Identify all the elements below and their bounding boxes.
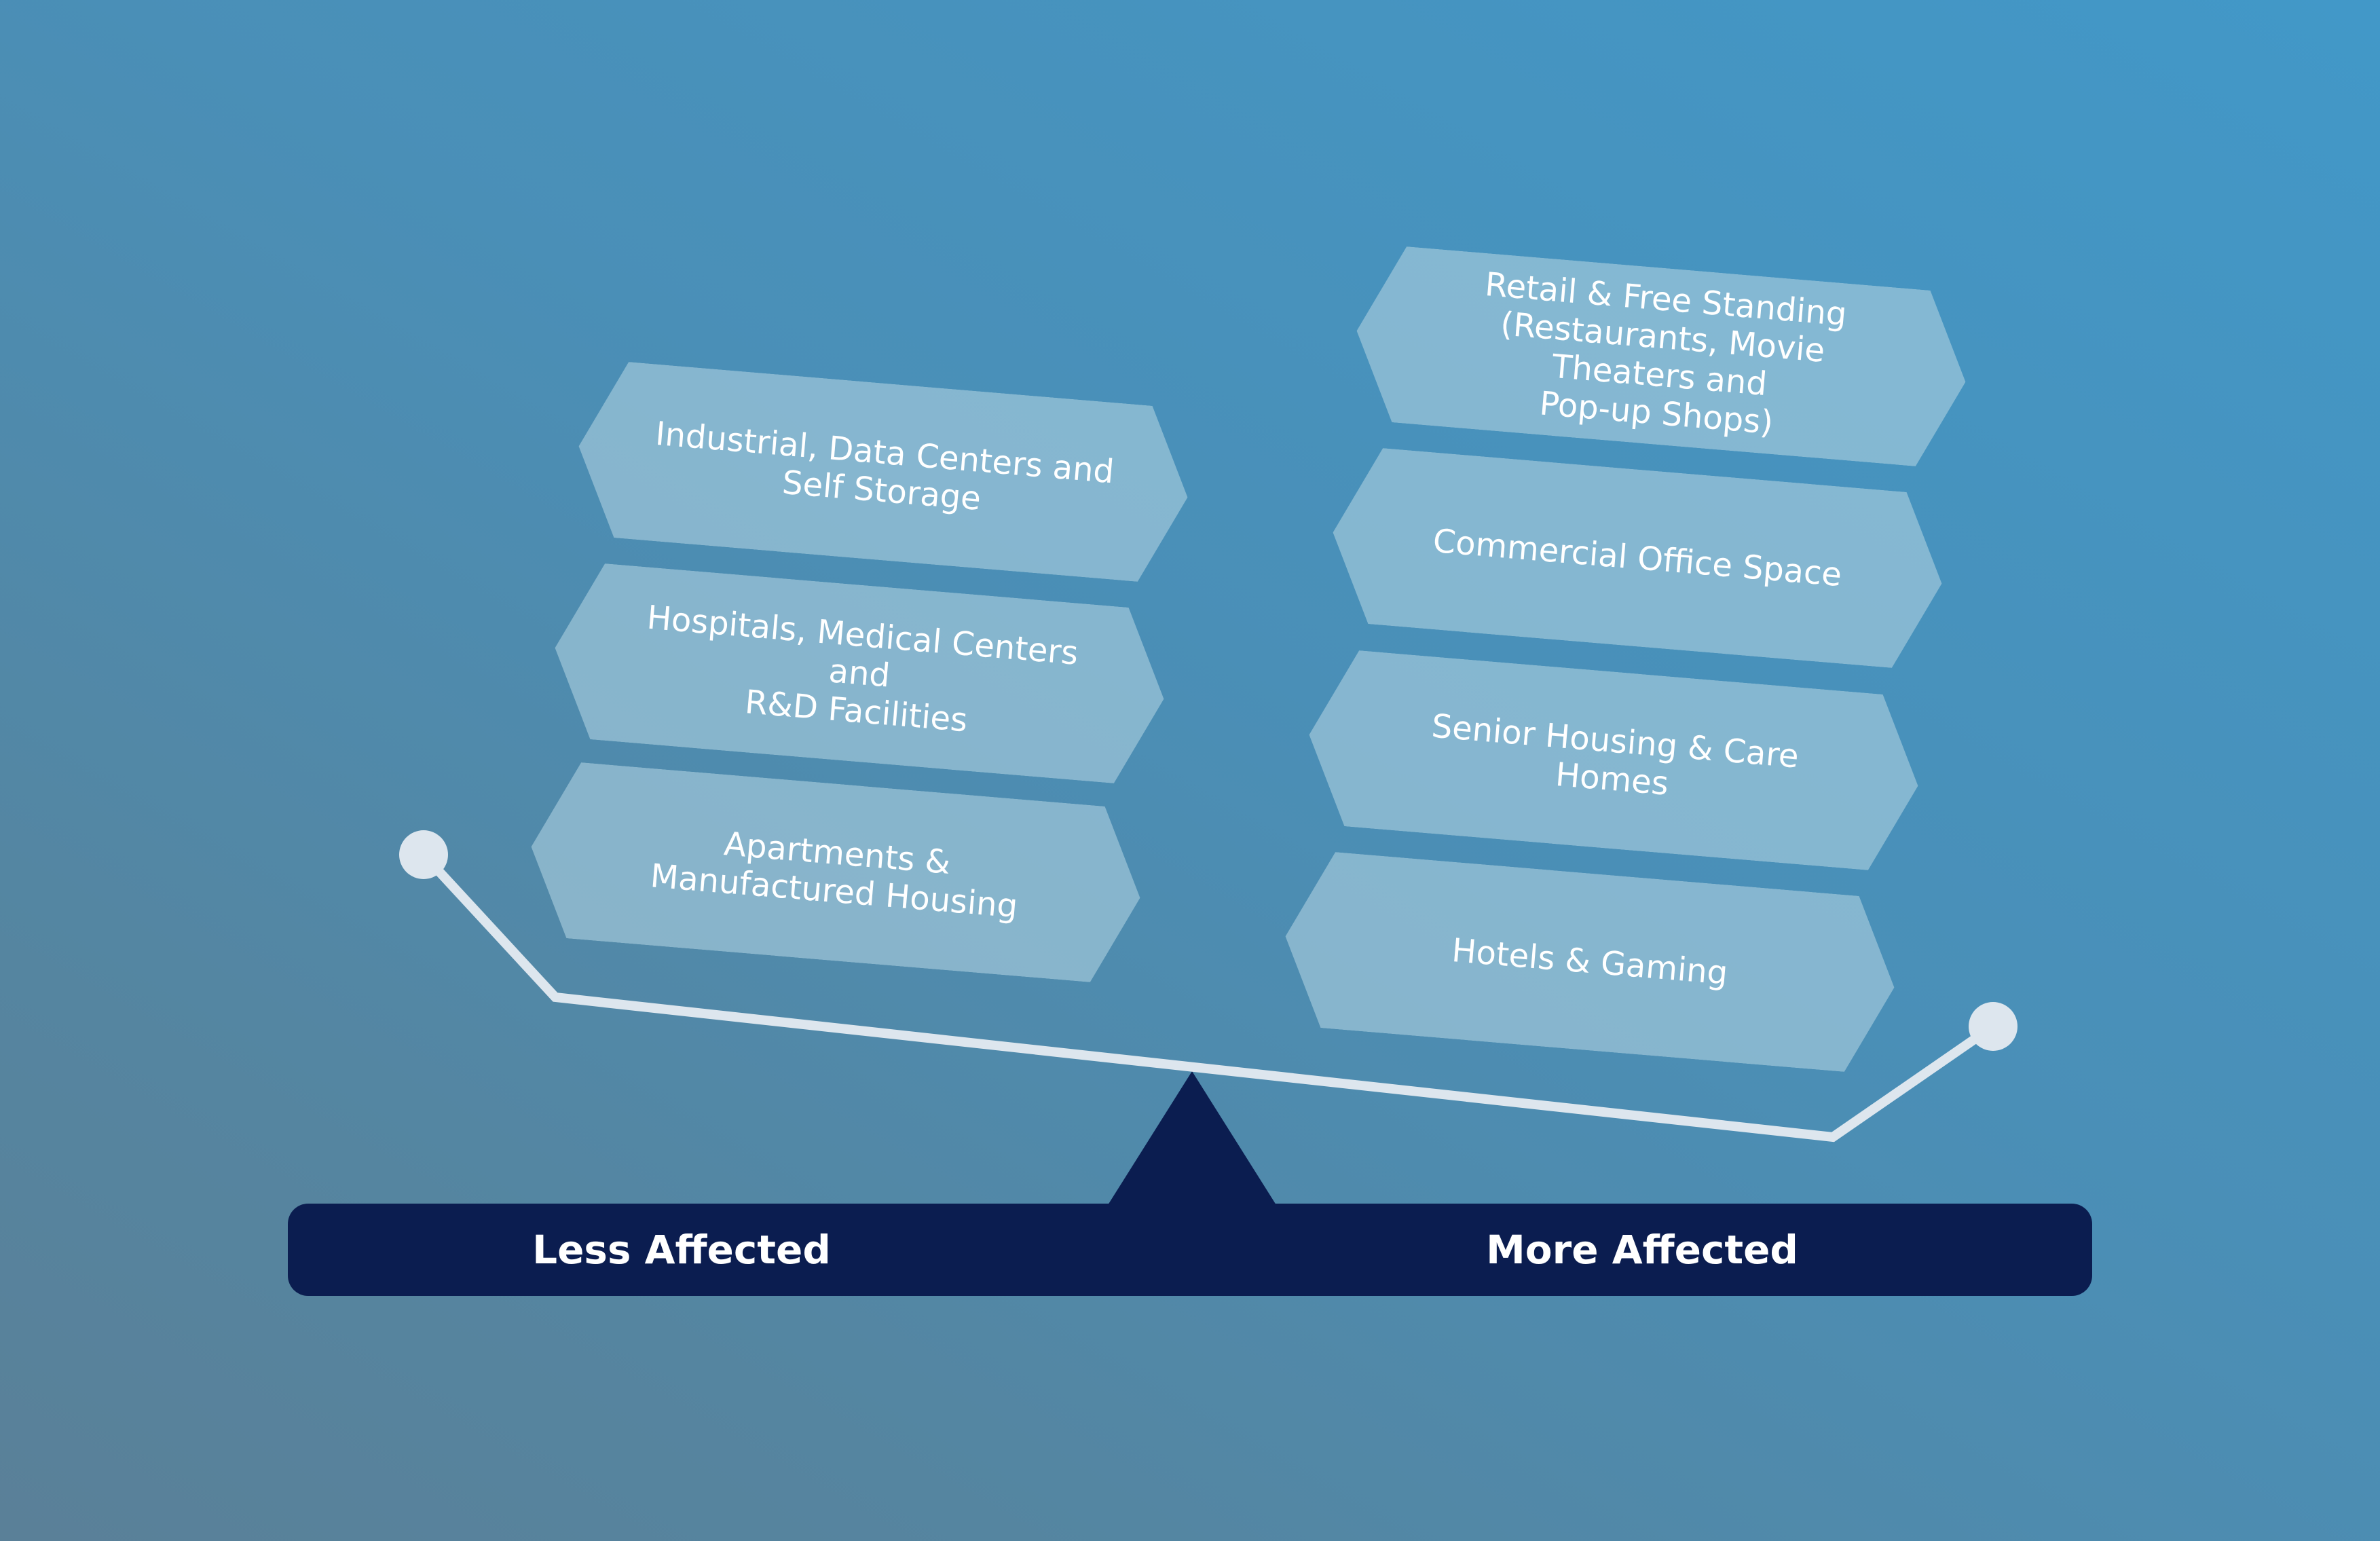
fulcrum-triangle bbox=[1108, 1071, 1276, 1205]
left-knob bbox=[399, 830, 448, 879]
more-affected-label: More Affected bbox=[1486, 1227, 1798, 1273]
right-knob bbox=[1969, 1002, 2018, 1051]
less-affected-label: Less Affected bbox=[532, 1227, 831, 1273]
scale-beam bbox=[420, 851, 1996, 1143]
scale-base-bar: Less Affected More Affected bbox=[288, 1204, 2092, 1296]
